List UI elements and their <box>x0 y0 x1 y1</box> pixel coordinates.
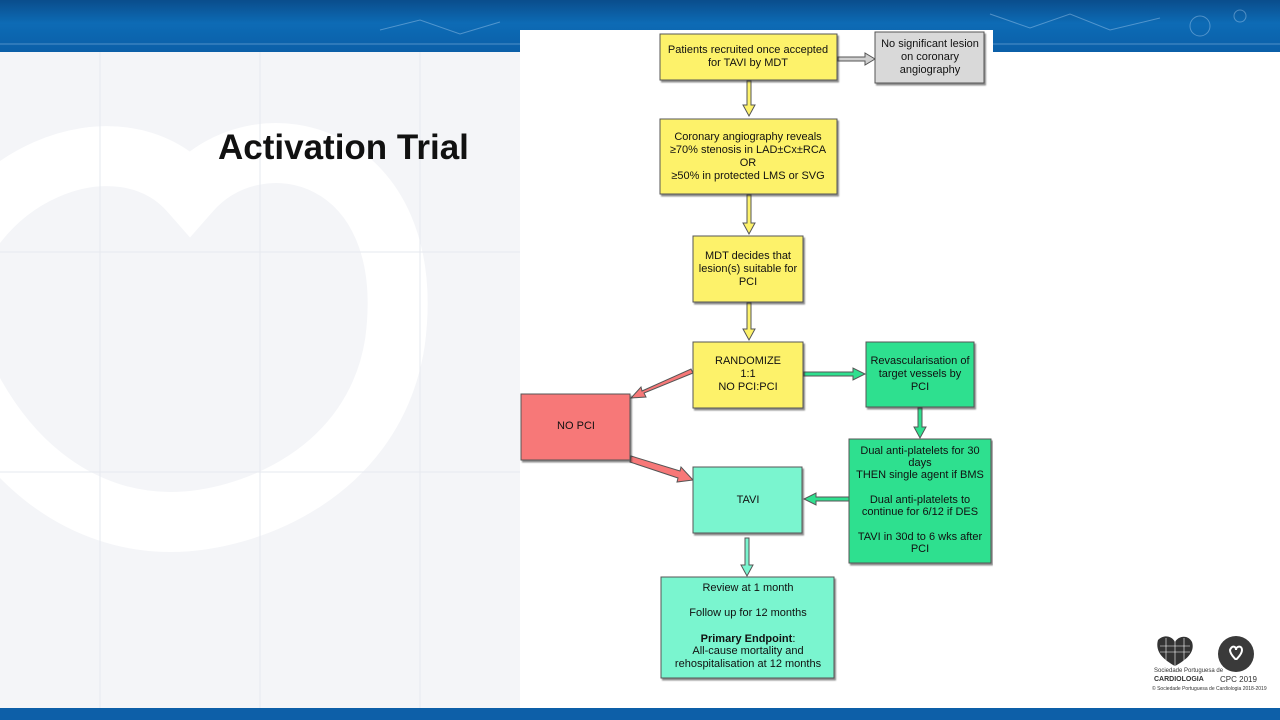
footer-caption: © Sociedade Portuguesa de Cardiologia 20… <box>1152 686 1267 692</box>
primary-endpoint-label: Primary Endpoint <box>701 633 793 645</box>
flowchart: Patients recruited once accepted for TAV… <box>520 31 992 679</box>
node-text: Patients recruited once accepted <box>668 44 828 56</box>
logos: Sociedade Portuguesa de CARDIOLOGIA CPC … <box>1150 632 1270 702</box>
node-no-lesion: No significant lesion on coronary angiog… <box>874 31 985 84</box>
node-text: Primary Endpoint: <box>701 633 796 645</box>
background-heart-art <box>0 52 520 708</box>
node-text: Dual anti-platelets to <box>870 494 970 506</box>
arrows <box>629 52 927 578</box>
node-text: Dual anti-platelets for 30 <box>860 445 979 457</box>
node-text: ≥70% stenosis in LAD±Cx±RCA <box>670 144 827 156</box>
node-revasc: Revascularisation of target vessels by P… <box>865 341 975 408</box>
cpc-2019-logo-icon <box>1218 636 1254 672</box>
node-randomize: RANDOMIZE 1:1 NO PCI:PCI <box>692 341 804 409</box>
spc-name: CARDIOLOGIA <box>1154 676 1204 683</box>
footer-band <box>0 708 1280 720</box>
node-text: Review at 1 month <box>702 582 793 594</box>
node-text: PCI <box>739 276 757 288</box>
arrow-to-revasc <box>803 367 867 381</box>
arrow-dual-to-tavi <box>802 492 850 506</box>
node-text: THEN single agent if BMS <box>856 469 984 481</box>
node-angiography: Coronary angiography reveals ≥70% stenos… <box>659 118 838 195</box>
slide-title: Activation Trial <box>218 128 469 167</box>
node-text: NO PCI <box>557 420 595 432</box>
primary-endpoint-colon: : <box>792 633 795 645</box>
flowchart-panel: Patients recruited once accepted for TAV… <box>520 30 993 708</box>
logo-graphics <box>1157 636 1254 672</box>
arrow-to-no-pci <box>629 368 694 399</box>
node-dual-antiplatelets: Dual anti-platelets for 30 days THEN sin… <box>848 438 992 564</box>
node-text: Coronary angiography reveals <box>674 131 822 143</box>
node-text: Revascularisation of <box>870 355 970 367</box>
node-text: continue for 6/12 if DES <box>862 506 978 518</box>
node-text: ≥50% in protected LMS or SVG <box>671 170 824 182</box>
node-text: PCI <box>911 543 929 555</box>
node-text: TAVI <box>737 494 760 506</box>
node-mdt: MDT decides that lesion(s) suitable for … <box>692 235 804 303</box>
arrow-to-mdt <box>742 194 756 236</box>
node-recruited: Patients recruited once accepted for TAV… <box>659 33 838 81</box>
arrow-to-review <box>740 537 754 578</box>
arrow-to-randomize <box>742 302 756 342</box>
node-text: MDT decides that <box>705 250 791 262</box>
node-tavi: TAVI <box>692 466 803 534</box>
node-text: PCI <box>911 381 929 393</box>
cpc-name: CPC 2019 <box>1220 675 1257 684</box>
node-text: 1:1 <box>740 368 755 380</box>
node-text: angiography <box>900 64 961 76</box>
node-text: NO PCI:PCI <box>718 381 777 393</box>
node-text: for TAVI by MDT <box>708 57 788 69</box>
node-text: on coronary <box>901 51 960 63</box>
node-text: rehospitalisation at 12 months <box>675 658 822 670</box>
arrow-to-no-lesion <box>837 52 876 66</box>
node-text: All-cause mortality and <box>692 645 803 657</box>
node-text: days <box>908 457 932 469</box>
node-text: lesion(s) suitable for <box>699 263 798 275</box>
spc-logo-icon <box>1157 636 1193 666</box>
heart-watermark-icon <box>0 52 520 708</box>
spc-caption-small: Sociedade Portuguesa de <box>1154 668 1224 674</box>
node-text: RANDOMIZE <box>715 355 781 367</box>
arrow-to-angiography <box>742 80 756 118</box>
node-text: TAVI in 30d to 6 wks after <box>858 531 983 543</box>
arrow-to-dual <box>913 407 927 440</box>
node-no-pci: NO PCI <box>520 393 631 461</box>
node-review: Review at 1 month Follow up for 12 month… <box>660 576 835 679</box>
node-text: OR <box>740 157 757 169</box>
arrow-no-pci-to-tavi <box>629 455 695 483</box>
node-text: No significant lesion <box>881 38 979 50</box>
node-text: target vessels by <box>879 368 962 380</box>
node-text: Follow up for 12 months <box>689 607 807 619</box>
